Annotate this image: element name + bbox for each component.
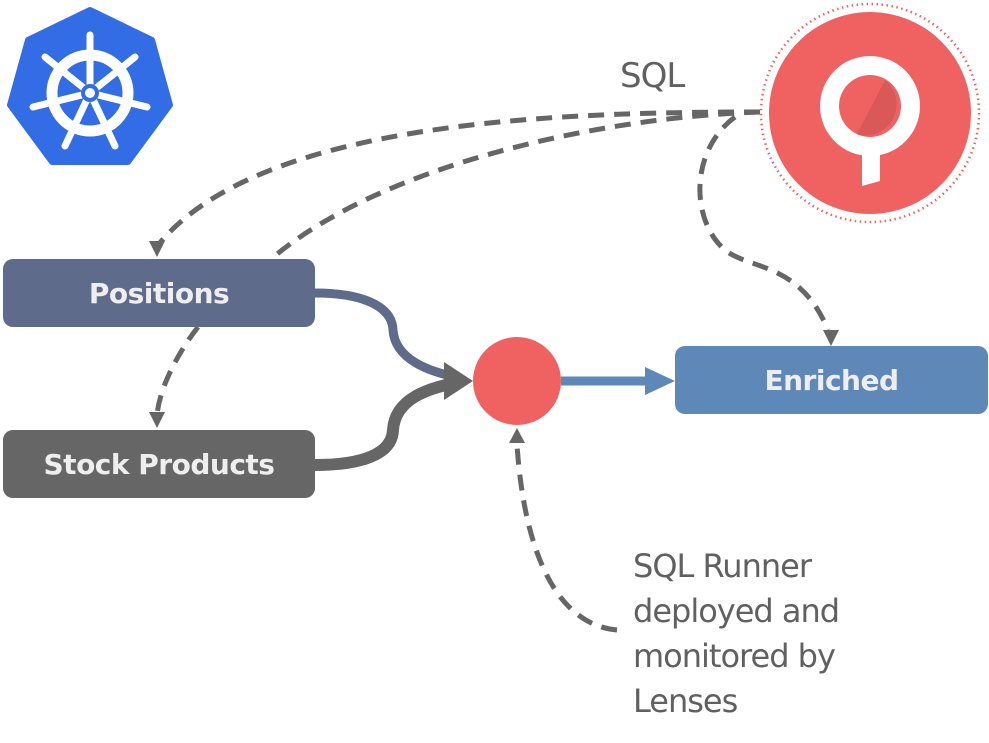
arrowhead-positions (149, 241, 165, 257)
caption-line: deployed and (633, 592, 840, 630)
lenses-logo-icon (759, 2, 981, 224)
caption-line: SQL Runner (633, 547, 812, 585)
sql-runner-caption: SQL Runner deployed and monitored by Len… (633, 544, 840, 724)
processor-arrowhead (444, 362, 473, 400)
edge-positions-to-stock (154, 325, 200, 416)
edge-lenses-to-positions (156, 109, 761, 247)
sql-label: SQL (620, 56, 685, 96)
caption-line: Lenses (633, 682, 738, 720)
node-stock-products: Stock Products (3, 430, 315, 498)
processor-node (473, 337, 561, 425)
arrowhead-processor (509, 428, 525, 443)
enriched-arrowhead (645, 367, 675, 395)
arrowhead-stock (149, 412, 165, 428)
arrowhead-enriched (823, 330, 839, 346)
node-enriched-label: Enriched (764, 363, 899, 397)
edge-lenses-to-stock (268, 109, 761, 262)
node-positions-label: Positions (88, 276, 230, 310)
node-enriched: Enriched (675, 346, 988, 414)
edge-runner-to-processor (514, 444, 618, 633)
node-positions: Positions (3, 259, 315, 327)
kubernetes-helm-icon (7, 7, 173, 165)
node-stock-products-label: Stock Products (43, 447, 275, 481)
edge-positions-to-processor (314, 288, 461, 383)
caption-line: monitored by (633, 637, 836, 675)
edge-stock-to-processor (314, 377, 457, 471)
